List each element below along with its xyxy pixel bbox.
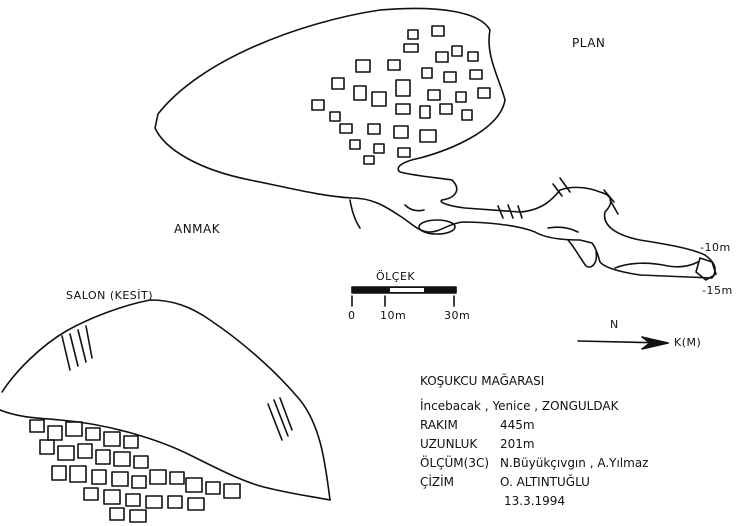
km-label: K(M): [674, 336, 702, 349]
info-key: ÖLÇÜM(3C): [420, 456, 490, 470]
scale-bar: [351, 286, 457, 307]
info-row: RAKIM 445m: [420, 416, 648, 435]
info-row: ÇİZİM O. ALTINTUĞLU: [420, 473, 648, 492]
depth-15m-label: -15m: [702, 284, 733, 297]
info-value: N.Büyükçıvgın , A.Yılmaz: [500, 456, 649, 470]
scale-0: 0: [348, 309, 356, 322]
plan-outline: [154, 7, 716, 279]
cave-date: 13.3.1994: [504, 494, 566, 508]
boulders: [311, 25, 491, 165]
info-value: 445m: [500, 418, 535, 432]
north-arrow-icon: [577, 336, 669, 350]
scale-10m: 10m: [380, 309, 407, 322]
cave-info-block: KOŞUKCU MAĞARASI İncebacak , Yenice , ZO…: [420, 372, 648, 511]
plan-label: PLAN: [572, 36, 606, 50]
section-boulders: [29, 419, 241, 523]
info-value: O. ALTINTUĞLU: [500, 475, 590, 489]
info-row: ÖLÇÜM(3C) N.Büyükçıvgın , A.Yılmaz: [420, 454, 648, 473]
info-key: RAKIM: [420, 418, 458, 432]
section-ceiling: [1, 299, 331, 501]
info-key: ÇİZİM: [420, 475, 455, 489]
info-value: 201m: [500, 437, 535, 451]
scale-30m: 30m: [444, 309, 471, 322]
cave-title: KOŞUKCU MAĞARASI: [420, 374, 545, 388]
salon-kesit-label: SALON (KESİT): [66, 289, 154, 302]
north-label: N: [610, 318, 619, 331]
scale-title: ÖLÇEK: [376, 270, 416, 283]
anmak-label: ANMAK: [174, 222, 221, 236]
stalagmite-pool: [418, 219, 456, 235]
depth-10m-label: -10m: [700, 241, 731, 254]
info-key: UZUNLUK: [420, 437, 478, 451]
section-floor: [0, 409, 331, 501]
info-row: UZUNLUK 201m: [420, 435, 648, 454]
cave-location: İncebacak , Yenice , ZONGULDAK: [420, 399, 619, 413]
